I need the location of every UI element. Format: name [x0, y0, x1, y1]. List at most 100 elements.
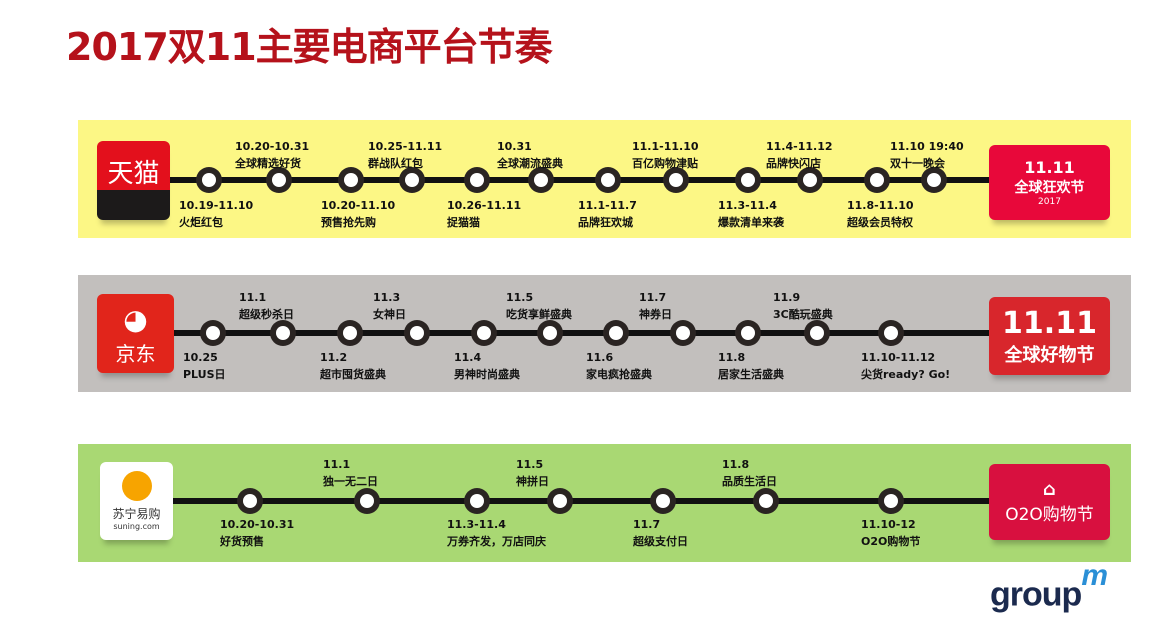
- logo-text: 苏宁易购: [112, 507, 161, 521]
- suning-logo: 苏宁易购 suning.com: [100, 462, 173, 540]
- event-name: 全球潮流盛典: [497, 157, 563, 170]
- event-date: 11.10 19:40: [890, 140, 964, 153]
- timeline-node: [878, 320, 904, 346]
- timeline-node: [735, 167, 761, 193]
- timeline-node: [471, 320, 497, 346]
- event-name: PLUS日: [183, 368, 226, 381]
- timeline-node: [354, 488, 380, 514]
- logo-subtext: suning.com: [113, 522, 160, 531]
- timeline-node: [797, 167, 823, 193]
- event-name: 超市囤货盛典: [320, 368, 386, 381]
- event-name: 超级支付日: [633, 535, 688, 548]
- event-name: 预售抢先购: [321, 216, 376, 229]
- timeline-node: [200, 320, 226, 346]
- event-name: 居家生活盛典: [718, 368, 784, 381]
- event-date: 11.9: [773, 291, 801, 304]
- badge-year: 2017: [1038, 197, 1061, 207]
- timeline-node: [338, 167, 364, 193]
- event-name: 神券日: [639, 308, 672, 321]
- event-name: O2O购物节: [861, 535, 921, 548]
- event-date: 11.3-11.4: [718, 199, 777, 212]
- event-name: 爆款清单来袭: [718, 216, 784, 229]
- timeline-node: [921, 167, 947, 193]
- event-name: 独一无二日: [323, 475, 378, 488]
- event-name: 双十一晚会: [890, 157, 945, 170]
- badge-main: 全球狂欢节: [1014, 180, 1085, 196]
- event-date: 11.3-11.4: [447, 518, 506, 531]
- timeline-node: [464, 488, 490, 514]
- event-date: 10.20-10.31: [220, 518, 295, 531]
- event-label: 11.1 超级秒杀日: [239, 289, 294, 323]
- event-label: 11.8-11.10 超级会员特权: [847, 197, 914, 231]
- timeline-node: [878, 488, 904, 514]
- event-name: 男神时尚盛典: [454, 368, 520, 381]
- event-date: 11.1: [323, 458, 351, 471]
- timeline-node: [663, 167, 689, 193]
- timeline-node: [464, 167, 490, 193]
- event-date: 10.20-10.31: [235, 140, 310, 153]
- badge-top: 11.11: [1002, 305, 1097, 341]
- timeline-node: [547, 488, 573, 514]
- timeline-node: [266, 167, 292, 193]
- event-name: 神拼日: [516, 475, 549, 488]
- timeline-node: [595, 167, 621, 193]
- timeline-node: [650, 488, 676, 514]
- event-date: 11.8-11.10: [847, 199, 914, 212]
- house-icon: ⌂: [1043, 479, 1056, 500]
- event-name: 品牌快闪店: [766, 157, 821, 170]
- brand-mark: m: [1081, 559, 1108, 592]
- brand-name: group: [990, 575, 1082, 614]
- event-name: 捉猫猫: [447, 216, 480, 229]
- tmall-logo: 天猫: [97, 141, 170, 220]
- event-label: 11.8 品质生活日: [722, 456, 777, 490]
- event-name: 超级秒杀日: [239, 308, 294, 321]
- timeline-node: [537, 320, 563, 346]
- event-name: 品质生活日: [722, 475, 777, 488]
- event-date: 11.8: [722, 458, 750, 471]
- tmall-1111-badge: 11.11 全球狂欢节 2017: [989, 145, 1110, 220]
- event-date: 11.1-11.7: [578, 199, 637, 212]
- timeline-line: [168, 177, 1001, 183]
- logo-text: 京东: [115, 342, 156, 366]
- event-date: 11.10-12: [861, 518, 916, 531]
- event-name: 超级会员特权: [847, 216, 913, 229]
- groupm-logo: groupm: [990, 559, 1108, 614]
- event-label: 11.1 独一无二日: [323, 456, 378, 490]
- event-date: 11.5: [506, 291, 534, 304]
- event-date: 11.6: [586, 351, 614, 364]
- event-date: 11.2: [320, 351, 348, 364]
- timeline-line: [174, 330, 991, 336]
- event-date: 10.31: [497, 140, 532, 153]
- event-label: 11.7 神券日: [639, 289, 672, 323]
- suning-o2o-badge: ⌂ O2O购物节: [989, 464, 1110, 540]
- jd-logo: ◕ 京东: [97, 294, 174, 373]
- event-date: 11.1: [239, 291, 267, 304]
- badge-main: 全球好物节: [1004, 344, 1095, 366]
- timeline-node: [270, 320, 296, 346]
- event-date: 11.7: [639, 291, 667, 304]
- timeline-line: [172, 498, 991, 504]
- event-date: 10.25: [183, 351, 218, 364]
- event-date: 11.1-11.10: [632, 140, 699, 153]
- event-date: 10.19-11.10: [179, 199, 254, 212]
